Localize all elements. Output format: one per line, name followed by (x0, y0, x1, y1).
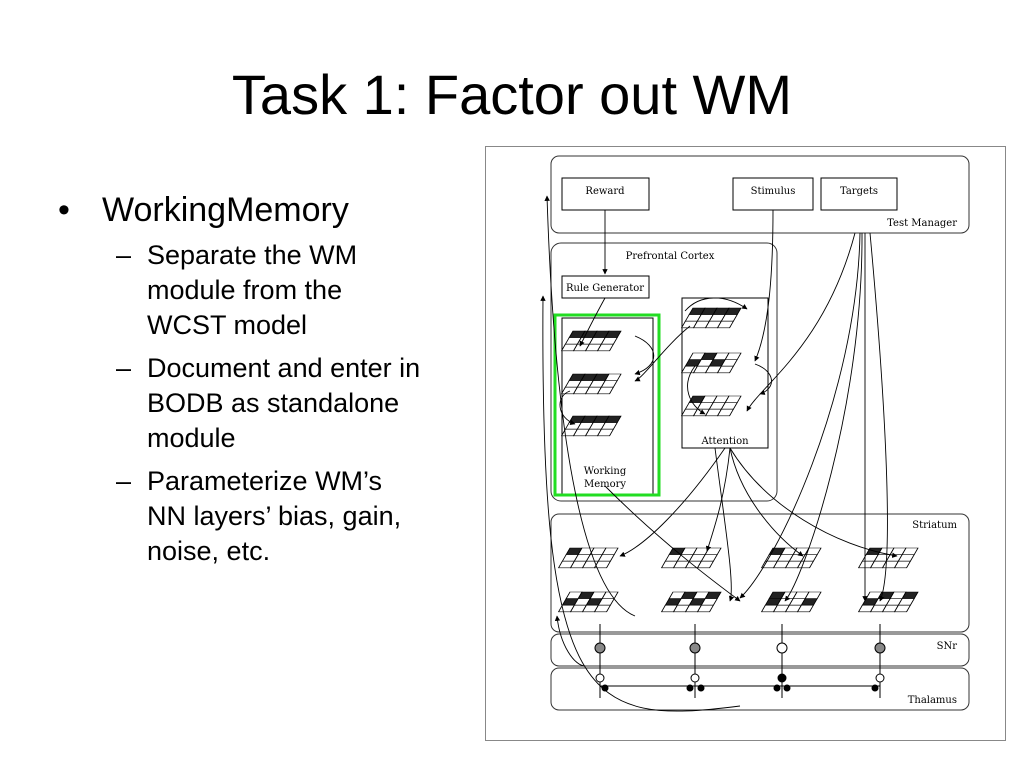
striatum-label: Striatum (912, 520, 957, 531)
thalamus-node (783, 684, 791, 692)
neuron-grid (560, 415, 622, 437)
neuron-grid (680, 395, 742, 417)
subbullet-text: Separate the WM module from the WCST mod… (147, 240, 358, 340)
connection-arrow (729, 447, 898, 558)
thalamus-node (686, 684, 694, 692)
connection-arrow (784, 232, 863, 602)
neuron-grid (660, 547, 722, 569)
snr-node (689, 642, 701, 654)
bullet-item: • WorkingMemory (58, 188, 498, 232)
connection-arrow (554, 615, 586, 667)
connection-arrow (579, 297, 606, 347)
thalamus-node (601, 684, 609, 692)
architecture-diagram: Reward Stimulus Targets Rule Generator P… (485, 146, 1006, 741)
attention-label: Attention (700, 436, 749, 447)
connection-arrow (754, 209, 774, 362)
connection-arrow (687, 365, 706, 415)
subbullet-text: Document and enter in BODB as standalone… (147, 353, 421, 453)
connection-arrow (559, 390, 576, 426)
neuron-grid (660, 591, 722, 613)
subbullet-item: – Separate the WM module from the WCST m… (58, 238, 498, 343)
connection-arrow (754, 363, 772, 395)
connection-arrow (619, 447, 726, 557)
neuron-grid (557, 591, 619, 613)
rule-generator-box (561, 275, 650, 299)
subbullet-marker: – (116, 466, 132, 496)
snr-panel (550, 633, 970, 667)
thalamus-panel (550, 667, 970, 711)
working-memory-highlight (553, 313, 661, 497)
snr-label: SNr (937, 641, 958, 652)
connection-arrow (746, 232, 856, 412)
neuron-grid (680, 307, 742, 329)
connection-arrow (714, 447, 735, 602)
thalamus-node (690, 673, 700, 683)
subbullet-item: – Parameterize WM’s NN layers’ bias, gai… (58, 464, 498, 569)
striatum-panel (550, 513, 970, 633)
thalamus-node (697, 684, 705, 692)
reward-label: Reward (585, 186, 625, 197)
thalamus-node (773, 684, 781, 692)
subbullet-marker: – (116, 353, 132, 383)
snr-node (594, 642, 606, 654)
working-memory-label-1: Working (584, 466, 627, 477)
connection-arrow (869, 232, 888, 602)
connection-arrow (705, 447, 731, 552)
connection-arrow (634, 325, 691, 382)
thalamus-label: Thalamus (908, 695, 957, 706)
connection-arrow (544, 195, 636, 617)
thalamus-node (875, 673, 885, 683)
subbullet-marker: – (116, 240, 132, 270)
bullet-list: • WorkingMemory – Separate the WM module… (58, 188, 498, 577)
stimulus-label: Stimulus (751, 186, 796, 197)
connection-arrow (684, 297, 748, 312)
connection-arrow (739, 232, 861, 599)
prefrontal-panel (550, 242, 778, 502)
neuron-grid (680, 352, 742, 374)
thalamus-node (777, 673, 787, 683)
targets-label: Targets (840, 186, 878, 197)
reward-box (561, 177, 650, 211)
targets-box (820, 177, 898, 211)
thalamus-node (595, 673, 605, 683)
neuron-grid (560, 330, 622, 352)
bullet-text: WorkingMemory (102, 191, 349, 229)
thalamus-node (871, 684, 879, 692)
prefrontal-label: Prefrontal Cortex (626, 251, 715, 262)
bullet-marker: • (58, 191, 70, 229)
snr-node (776, 642, 788, 654)
snr-node (874, 642, 886, 654)
test-manager-panel (550, 155, 970, 234)
slide-title: Task 1: Factor out WM (231, 63, 793, 126)
connection-arrow (634, 335, 654, 376)
subbullet-text: Parameterize WM’s NN layers’ bias, gain,… (147, 466, 402, 566)
rule-generator-label: Rule Generator (566, 283, 644, 294)
stimulus-box (732, 177, 814, 211)
subbullet-item: – Document and enter in BODB as standalo… (58, 351, 498, 456)
working-memory-label-2: Memory (584, 479, 626, 490)
test-manager-label: Test Manager (887, 218, 957, 229)
connection-arrow (540, 295, 741, 712)
neuron-grid (560, 373, 622, 395)
neuron-grid (557, 547, 619, 569)
connection-arrow (729, 447, 804, 557)
